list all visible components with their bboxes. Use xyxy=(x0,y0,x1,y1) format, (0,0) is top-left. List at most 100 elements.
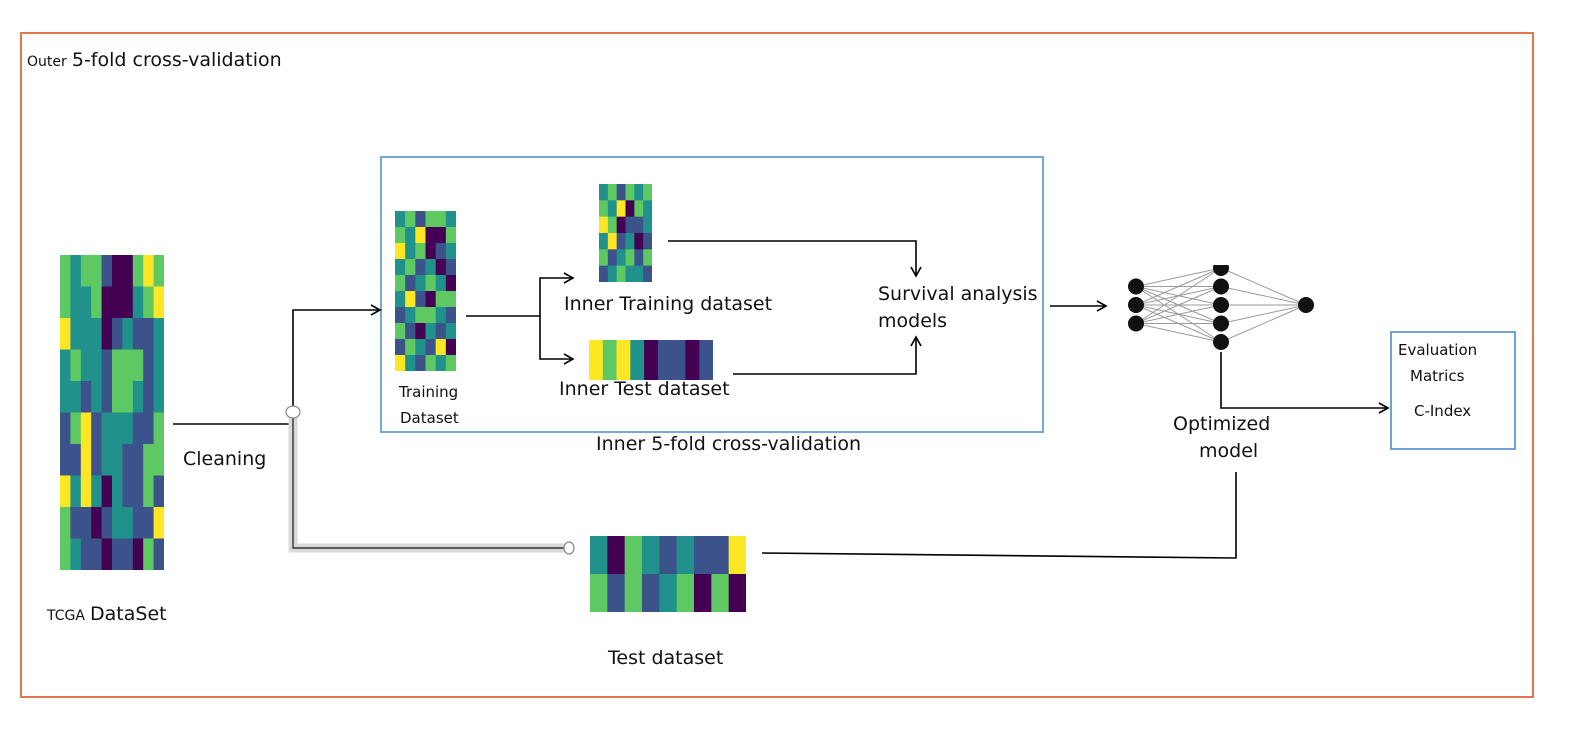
heatmap-cell xyxy=(70,318,82,350)
heatmap-cell xyxy=(112,475,123,508)
heatmap-cell xyxy=(671,340,686,380)
heatmap-cell xyxy=(616,265,626,282)
heatmap-cell xyxy=(625,265,635,282)
nn-node xyxy=(1128,278,1144,295)
heatmap-cell xyxy=(607,200,618,218)
outer-cv-label: Outer 5-fold cross-validation xyxy=(27,49,282,72)
heatmap-cell xyxy=(112,444,123,476)
heatmap-cell xyxy=(405,355,416,371)
heatmap-cell xyxy=(80,318,92,350)
outer-cv-main: 5-fold cross-validation xyxy=(71,49,282,71)
heatmap-cell xyxy=(634,249,644,267)
heatmap-cell xyxy=(445,339,456,356)
heatmap-cell xyxy=(634,184,644,201)
heatmap-cell xyxy=(60,255,71,287)
heatmap-cell xyxy=(60,538,71,570)
nn-node xyxy=(1213,334,1229,350)
heatmap-cell xyxy=(143,412,155,445)
heatmap-cell xyxy=(435,291,447,308)
heatmap-cell xyxy=(599,216,609,234)
nn-edge xyxy=(1220,304,1307,343)
heatmap-cell xyxy=(694,536,712,575)
heatmap-cell xyxy=(425,291,437,308)
heatmap-cell xyxy=(728,574,746,612)
heatmap-cell xyxy=(599,249,609,267)
heatmap-cell xyxy=(445,307,456,324)
to-test-connector xyxy=(292,416,568,549)
heatmap-cell xyxy=(60,507,71,539)
heatmap-cell xyxy=(60,412,71,445)
heatmap-cell xyxy=(625,249,635,267)
heatmap-cell xyxy=(445,275,456,292)
heatmap-cell xyxy=(70,381,82,413)
to-inner-training-arrow xyxy=(539,272,575,316)
heatmap-cell xyxy=(60,381,71,413)
heatmap-cell xyxy=(607,249,618,267)
heatmap-cell xyxy=(60,349,71,382)
neural-network-icon xyxy=(1128,265,1314,350)
heatmap-cell xyxy=(91,507,103,539)
heatmap-cell xyxy=(122,381,134,413)
heatmap-cell xyxy=(435,339,447,356)
heatmap-cell xyxy=(132,507,144,539)
heatmap-cell xyxy=(425,355,437,371)
heatmap-cell xyxy=(405,243,416,260)
heatmap-cell xyxy=(643,184,652,201)
heatmap-cell xyxy=(70,444,82,476)
heatmap-cell xyxy=(122,412,134,445)
heatmap-cell xyxy=(122,475,134,508)
heatmap-cell xyxy=(607,184,618,201)
heatmap-cell xyxy=(143,507,155,539)
heatmap-cell xyxy=(445,323,456,340)
heatmap-cell xyxy=(101,318,113,350)
heatmap-cell xyxy=(415,339,426,356)
heatmap-cell xyxy=(607,536,626,575)
heatmap-cell xyxy=(91,475,103,508)
heatmap-cell xyxy=(616,340,631,380)
heatmap-cell xyxy=(659,536,678,575)
nn-edge xyxy=(1220,304,1307,324)
heatmap-cell xyxy=(112,286,123,319)
heatmap-cell xyxy=(435,307,447,324)
heatmap-cell xyxy=(112,349,123,382)
heatmap-cell xyxy=(80,412,92,445)
heatmap-cell xyxy=(435,275,447,292)
heatmap-cell xyxy=(405,339,416,356)
heatmap-cell xyxy=(425,243,437,260)
test-dataset-label: Test dataset xyxy=(608,647,724,669)
heatmap-cell xyxy=(643,200,652,218)
heatmap-cell xyxy=(153,412,164,445)
heatmap-cell xyxy=(143,475,155,508)
test-heatmap xyxy=(590,536,746,612)
heatmap-cell xyxy=(711,574,730,612)
heatmap-cell xyxy=(132,475,144,508)
heatmap-cell xyxy=(616,233,626,250)
heatmap-cell xyxy=(153,255,164,287)
heatmap-cell xyxy=(80,475,92,508)
heatmap-cell xyxy=(91,349,103,382)
heatmap-cell xyxy=(624,574,643,612)
heatmap-cell xyxy=(425,307,437,324)
heatmap-cell xyxy=(625,200,635,218)
heatmap-cell xyxy=(91,412,103,445)
heatmap-cell xyxy=(395,307,406,324)
heatmap-cell xyxy=(143,444,155,476)
heatmap-cell xyxy=(405,291,416,308)
optimized-label-line1: Optimized xyxy=(1173,413,1271,435)
inner-training-label: Inner Training dataset xyxy=(564,293,773,315)
heatmap-cell xyxy=(153,286,164,319)
heatmap-cell xyxy=(143,538,155,570)
heatmap-cell xyxy=(122,318,134,350)
heatmap-cell xyxy=(132,318,144,350)
heatmap-cell xyxy=(607,216,618,234)
heatmap-cell xyxy=(599,184,609,201)
heatmap-cell xyxy=(415,323,426,340)
heatmap-cell xyxy=(70,286,82,319)
heatmap-cell xyxy=(415,243,426,260)
heatmap-cell xyxy=(153,318,164,350)
nn-node xyxy=(1213,297,1229,313)
optimized-label-line2: model xyxy=(1199,440,1259,462)
nn-edge xyxy=(1135,304,1222,324)
heatmap-cell xyxy=(435,243,447,260)
